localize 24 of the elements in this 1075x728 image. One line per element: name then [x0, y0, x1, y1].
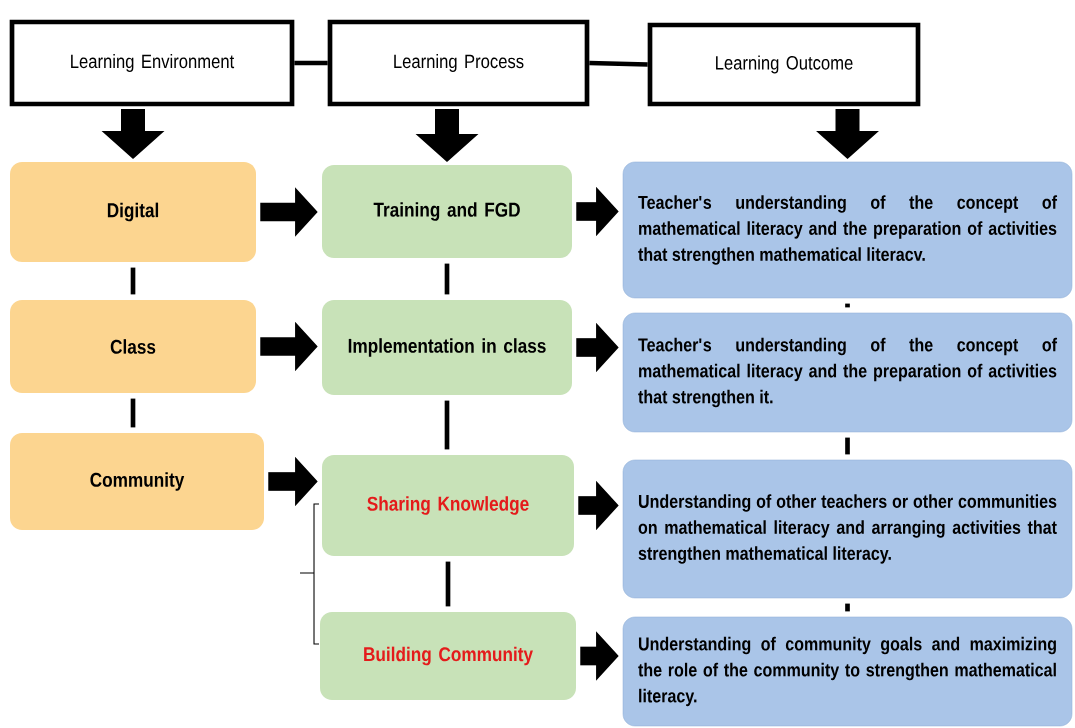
process-box: Building Community: [320, 612, 576, 700]
connector-line: [445, 561, 451, 607]
outcome-box: Teacher's understanding of the concept of mathematical literacy and the preparation of activities that strengthen mathematical literacv.: [622, 161, 1073, 299]
environment-box: Class: [10, 300, 256, 393]
environment-box: Community: [10, 433, 264, 530]
connector-line: [130, 267, 136, 295]
outcome-box: Teacher's understanding of the concept of mathematical literacy and the preparation of activities that strengthen it.: [622, 312, 1073, 433]
outcome-box: Understanding of other teachers or other communities on mathematical literacy and arranging activities that strengthen mathematical literacy.: [622, 459, 1073, 599]
environment-box: Digital: [10, 162, 256, 262]
header-box: Learning Outcome: [647, 22, 921, 107]
connector-line: [444, 400, 450, 450]
header-box: Learning Process: [327, 19, 590, 107]
connector-line: [845, 437, 850, 455]
process-box: Training and FGD: [322, 165, 572, 258]
header-box: Learning Environment: [9, 19, 295, 107]
process-box: Implementation in class: [322, 300, 572, 395]
process-box: Sharing Knowledge: [322, 455, 574, 556]
connector-line: [444, 263, 450, 295]
connector-line: [589, 60, 648, 67]
connector-line: [845, 303, 850, 308]
connector-line: [845, 603, 850, 612]
connector-line: [130, 398, 136, 428]
connector-line: [294, 60, 328, 66]
outcome-box: Understanding of community goals and maximizing the role of the community to strengthen mathematical literacy.: [622, 616, 1073, 727]
